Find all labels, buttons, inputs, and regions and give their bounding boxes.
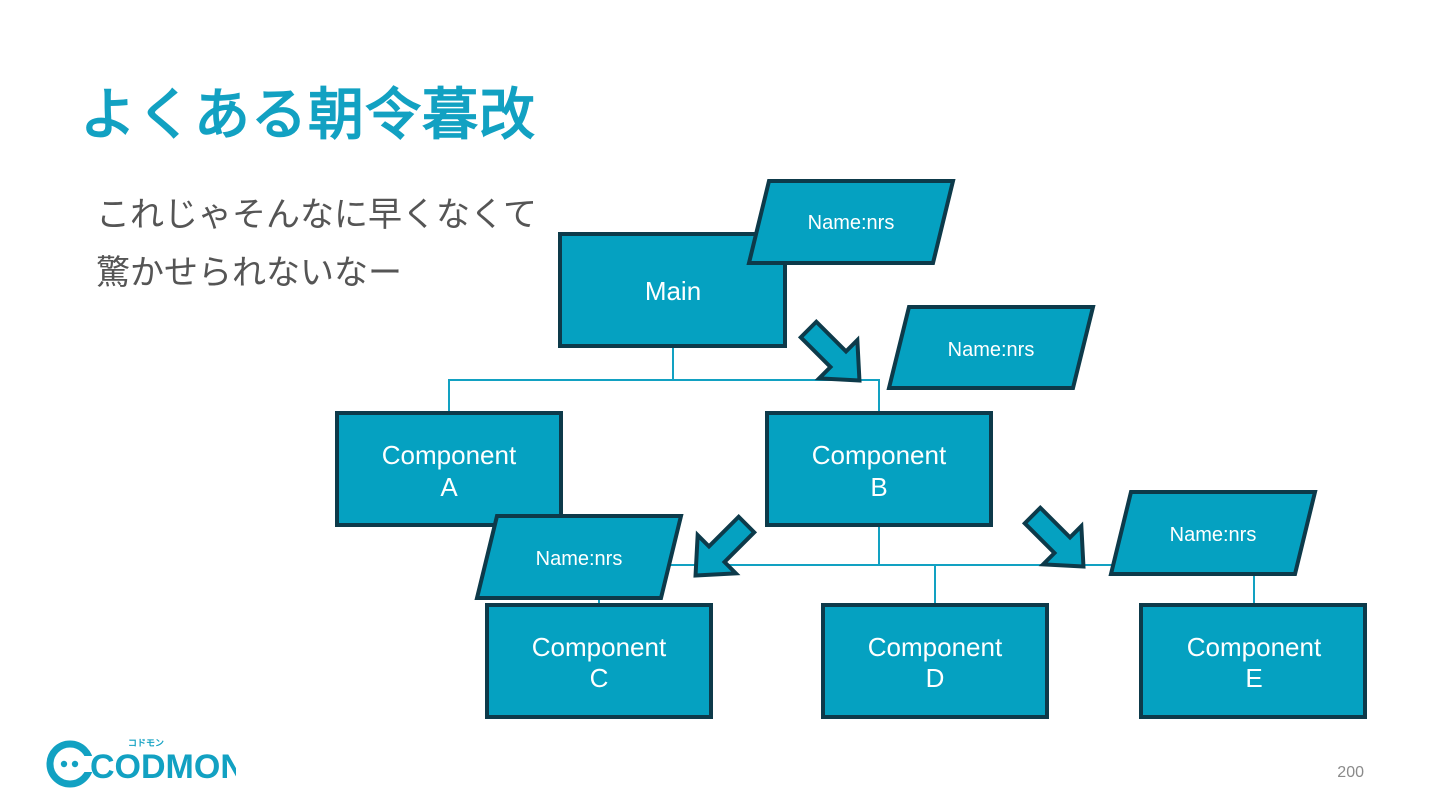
component-a-label-1: Component	[382, 440, 517, 470]
logo-ruby: コドモン	[128, 738, 164, 749]
name-tag-2	[886, 305, 1096, 390]
component-d-box	[821, 603, 1049, 719]
component-d-label-2: D	[926, 663, 945, 693]
name-tag-4-label: Name:nrs	[1170, 524, 1257, 546]
component-e-label-1: Component	[1187, 632, 1322, 662]
block-arrow-2	[693, 513, 758, 578]
component-b-label-2: B	[870, 472, 887, 502]
logo-wordmark: CODMON	[90, 748, 236, 786]
name-tag-1-label: Name:nrs	[808, 212, 895, 234]
block-arrow-1	[797, 318, 862, 383]
block-arrow-3	[1021, 504, 1086, 569]
component-c-label-2: C	[590, 663, 609, 693]
slide-title: よくある朝令暮改	[80, 83, 536, 148]
component-d-label-1: Component	[868, 632, 1003, 662]
slide-body: これじゃそんなに早くなくて 驚かせられないなー	[96, 186, 537, 302]
name-tag-1	[746, 179, 956, 265]
main-box	[558, 232, 787, 348]
component-c-box	[485, 603, 713, 719]
logo-eye-left	[60, 760, 68, 768]
body-line-1: これじゃそんなに早くなくて	[96, 195, 537, 235]
codmon-logo: コドモン CODMON	[46, 738, 236, 788]
name-tag-4	[1108, 490, 1318, 576]
name-tag-3	[474, 514, 684, 600]
component-b-box	[765, 411, 993, 527]
name-tag-2-label: Name:nrs	[948, 339, 1035, 361]
component-e-label-2: E	[1245, 663, 1262, 693]
page-number: 200	[1337, 764, 1364, 781]
name-tag-3-label: Name:nrs	[536, 548, 623, 570]
connector-main-children	[448, 379, 880, 412]
main-label: Main	[645, 276, 701, 306]
logo-eye-right	[71, 760, 79, 768]
body-line-2: 驚かせられないなー	[96, 253, 402, 293]
component-a-box	[335, 411, 563, 527]
component-b-label-1: Component	[812, 440, 947, 470]
component-e-box	[1139, 603, 1367, 719]
component-c-label-1: Component	[532, 632, 667, 662]
component-a-label-2: A	[440, 472, 458, 502]
